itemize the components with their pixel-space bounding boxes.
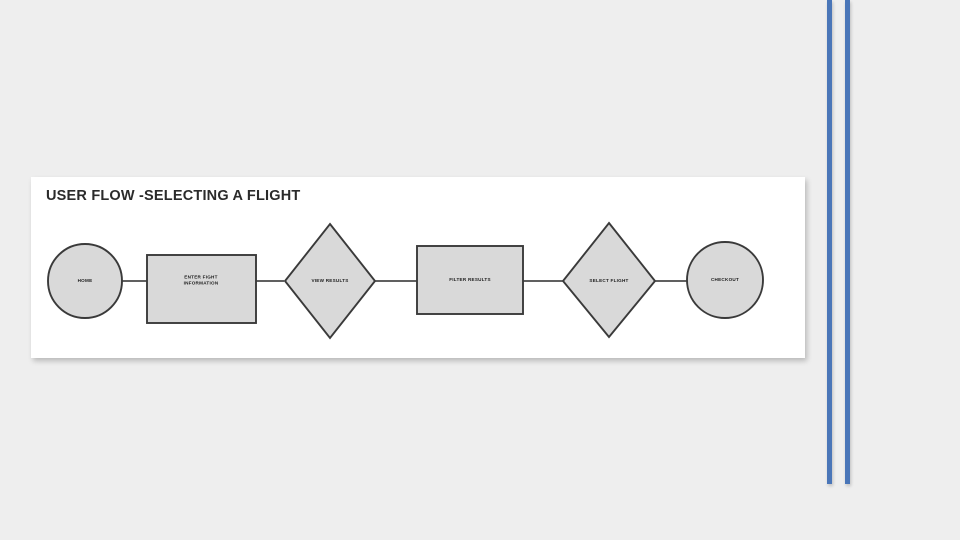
node-shape-filter-results[interactable]	[416, 245, 524, 315]
page-title: USER FLOW -SELECTING A FLIGHT	[46, 188, 301, 204]
flowchart-panel: USER FLOW -SELECTING A FLIGHT	[31, 177, 805, 358]
node-shape-checkout[interactable]	[686, 241, 764, 319]
accent-rule-right	[845, 0, 850, 484]
accent-rule-left	[827, 0, 832, 484]
node-shape-view-results[interactable]	[283, 222, 377, 340]
flowchart-diagram: HOME ENTER FIGHT INFORMATION VIEW RESULT…	[31, 177, 805, 358]
node-shape-enter-info[interactable]	[146, 254, 257, 324]
node-shape-select-flight[interactable]	[561, 221, 657, 339]
node-shape-home[interactable]	[47, 243, 123, 319]
flowchart-canvas	[47, 221, 764, 340]
